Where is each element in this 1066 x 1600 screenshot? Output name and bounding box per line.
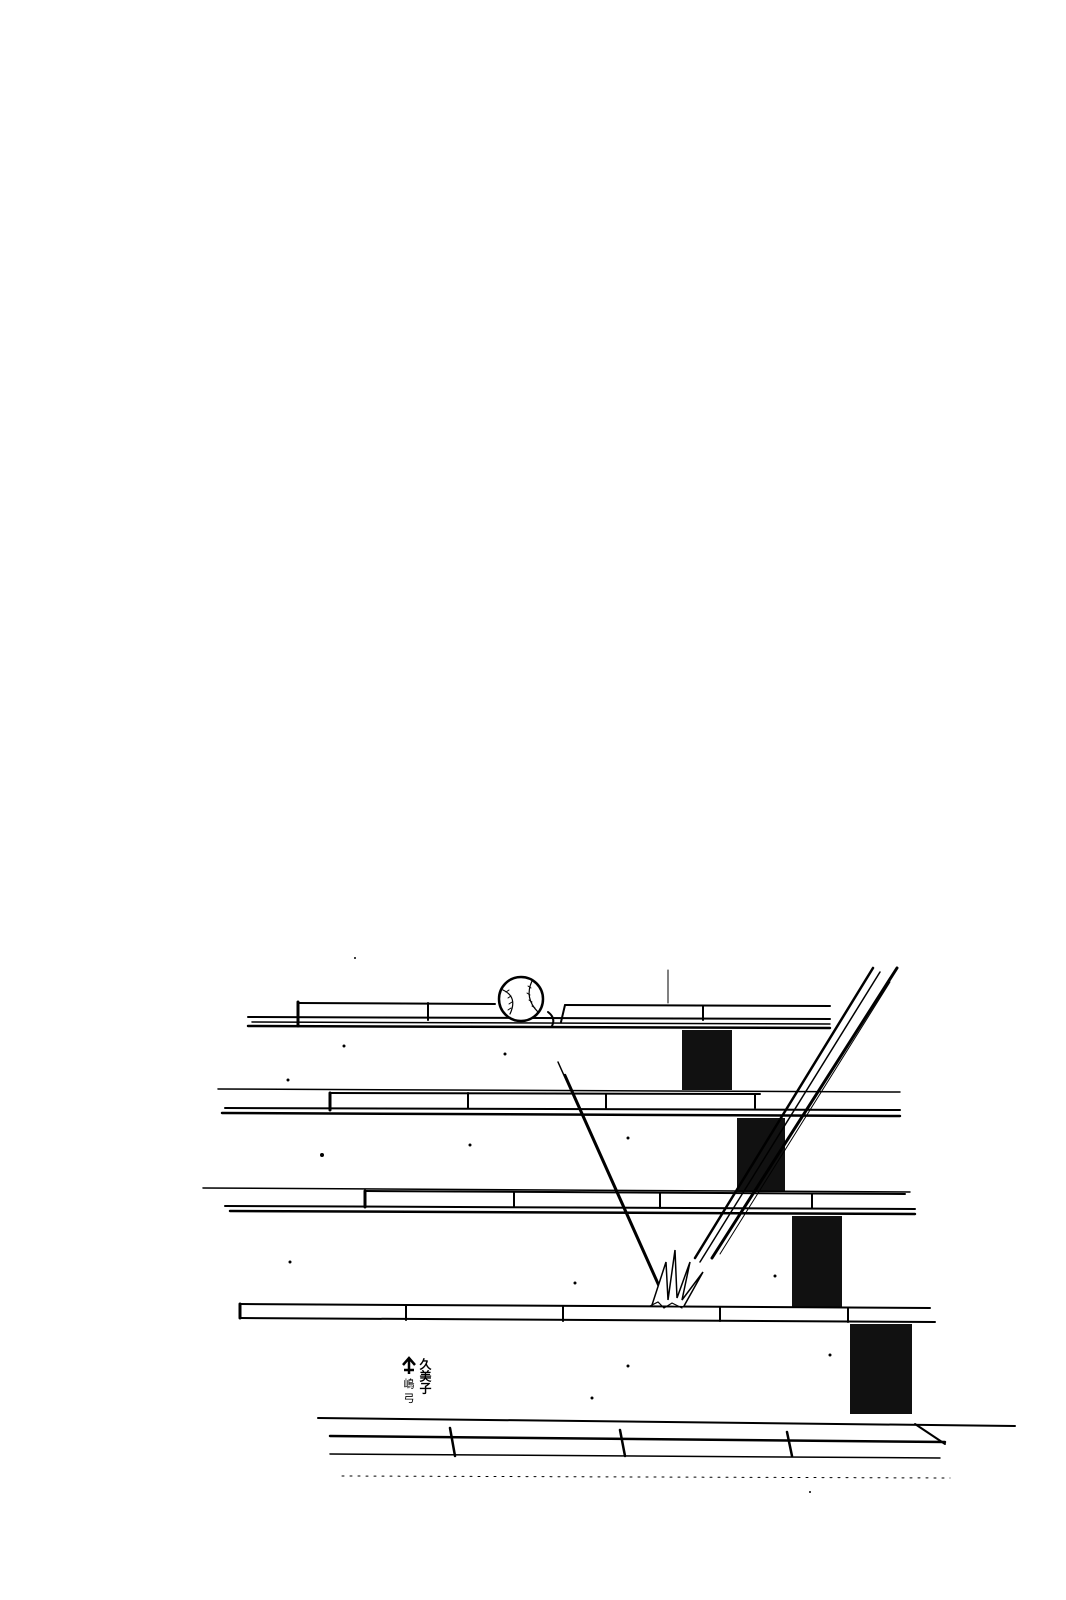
bounce-trajectory-right <box>693 966 899 1263</box>
artist-signature: 久美子 嶋 弓 <box>398 1356 446 1416</box>
ink-specks <box>286 957 832 1493</box>
signature-line-2: 嶋 弓 <box>402 1378 415 1404</box>
step-3 <box>202 1187 917 1308</box>
baseball <box>497 975 545 1023</box>
impact-burst <box>649 1249 704 1309</box>
bounce-trajectory-left <box>557 1061 664 1294</box>
step-4 <box>238 1302 936 1414</box>
floor-step <box>317 1417 1016 1479</box>
arrow-mark-icon <box>402 1356 416 1374</box>
step-1 <box>246 969 832 1090</box>
signature-line-1: 久美子 <box>418 1358 432 1394</box>
